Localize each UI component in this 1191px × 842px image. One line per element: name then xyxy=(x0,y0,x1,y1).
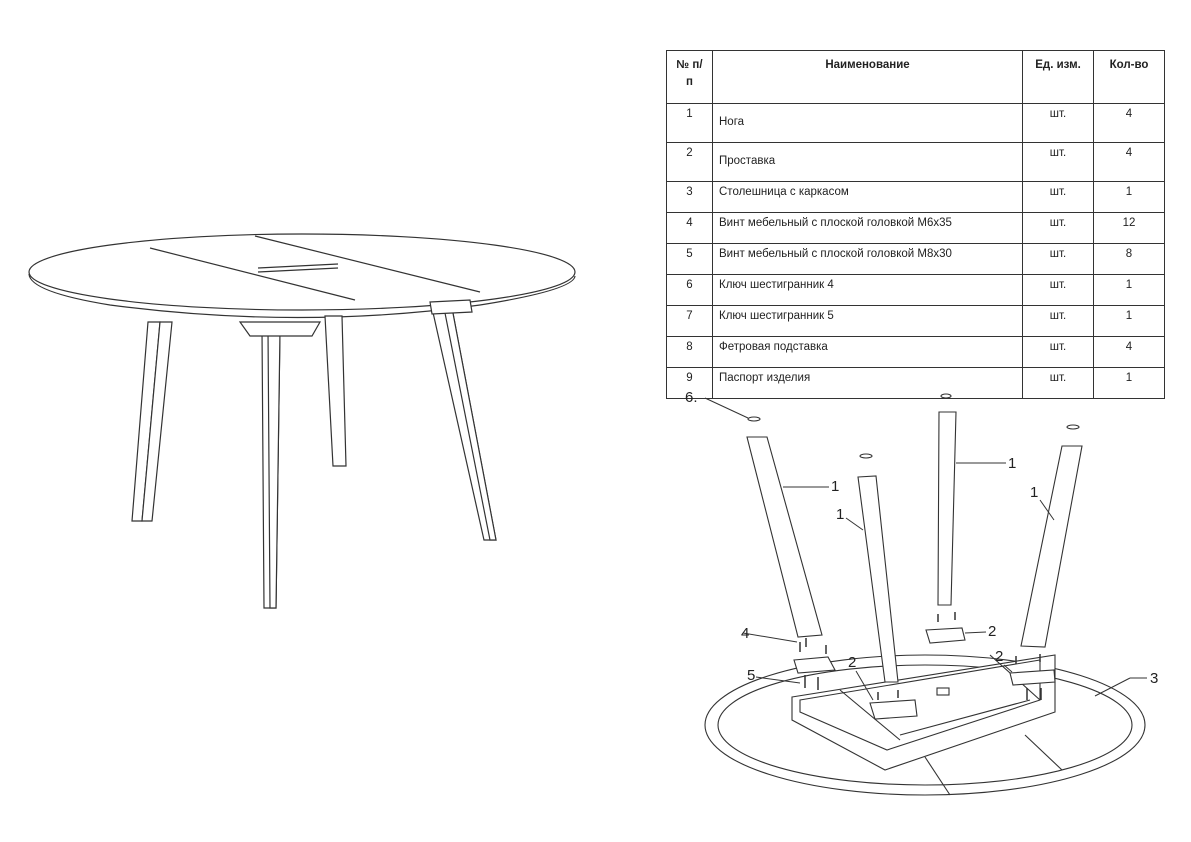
callout-screw-m8: 5 xyxy=(747,667,756,684)
row-name: Ключ шестигранник 5 xyxy=(712,305,1023,337)
header-qty: Кол-во xyxy=(1093,50,1165,104)
tabletop-underside xyxy=(704,654,1146,796)
row-name: Ключ шестигранник 4 xyxy=(712,274,1023,306)
table-header-row: № п/п Наименование Ед. изм. Кол-во xyxy=(666,50,1165,104)
screws xyxy=(799,612,1042,700)
callout-spacer: 2 xyxy=(848,654,857,671)
row-unit: шт. xyxy=(1022,305,1094,337)
callout-spacer: 2 xyxy=(988,623,997,640)
header-unit: Ед. изм. xyxy=(1022,50,1094,104)
row-unit: шт. xyxy=(1022,367,1094,399)
callout-spacer: 2 xyxy=(995,648,1004,665)
row-quantity: 8 xyxy=(1093,243,1165,275)
header-num: № п/п xyxy=(666,50,713,104)
row-name: Фетровая подставка xyxy=(712,336,1023,368)
callout-leg: 1 xyxy=(831,478,840,495)
row-name: Столешница с каркасом xyxy=(712,181,1023,213)
row-name: Проставка xyxy=(712,142,1023,182)
row-quantity: 1 xyxy=(1093,367,1165,399)
callout-felt-pad: 6. xyxy=(685,389,698,406)
callout-screw-m6: 4 xyxy=(741,625,750,642)
row-unit: шт. xyxy=(1022,142,1094,182)
row-number: 3 xyxy=(666,181,713,213)
row-name: Винт мебельный с плоской головкой М6х35 xyxy=(712,212,1023,244)
row-quantity: 1 xyxy=(1093,274,1165,306)
legs xyxy=(746,411,1083,683)
leader-lines xyxy=(704,397,1147,701)
row-quantity: 1 xyxy=(1093,305,1165,337)
header-name: Наименование xyxy=(712,50,1023,104)
row-number: 4 xyxy=(666,212,713,244)
assembled-table-drawing xyxy=(28,233,576,609)
callout-leg: 1 xyxy=(836,506,845,523)
row-name: Нога xyxy=(712,103,1023,143)
row-number: 2 xyxy=(666,142,713,182)
table-legs xyxy=(131,299,497,609)
tabletop xyxy=(28,233,576,319)
row-name: Паспорт изделия xyxy=(712,367,1023,399)
row-unit: шт. xyxy=(1022,212,1094,244)
row-quantity: 4 xyxy=(1093,103,1165,143)
callout-leg: 1 xyxy=(1030,484,1039,501)
row-unit: шт. xyxy=(1022,181,1094,213)
row-name: Винт мебельный с плоской головкой М8х30 xyxy=(712,243,1023,275)
callout-leg: 1 xyxy=(1008,455,1017,472)
callout-tabletop: 3 xyxy=(1150,670,1159,687)
felt-pads xyxy=(747,393,1080,459)
spacers xyxy=(793,627,1056,720)
